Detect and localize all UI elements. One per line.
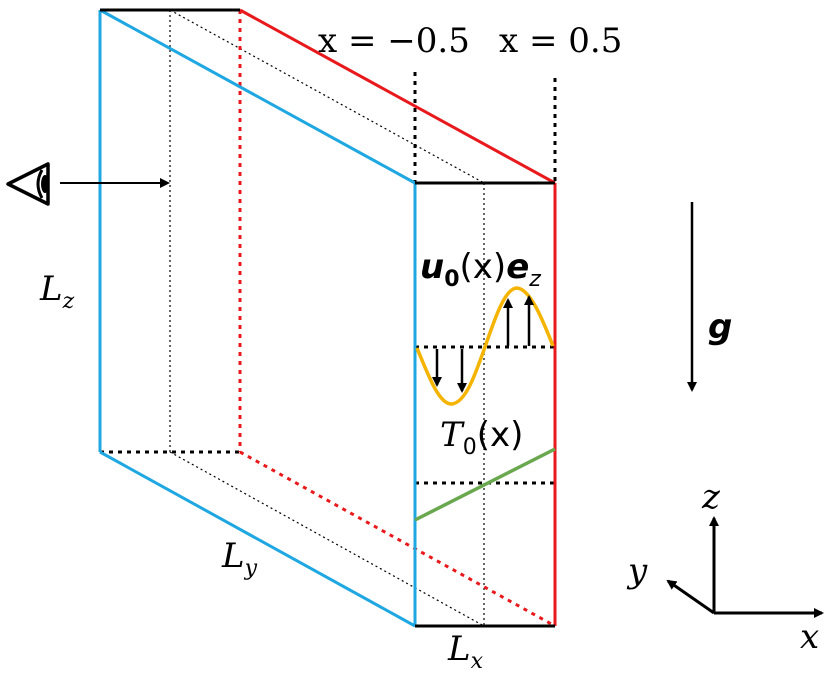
Lx-label: Lx: [447, 629, 484, 674]
Lz-label: Lz: [39, 269, 75, 314]
axis-x-label: x: [800, 617, 819, 657]
red-hidden-edges: [238, 10, 556, 628]
Ly-label: Ly: [221, 536, 258, 581]
temperature-profile-line: [414, 447, 556, 522]
blue-bottom-diagonal: [99, 450, 416, 628]
eye-icon: [6, 162, 50, 206]
velocity-label: u0(x)ez: [420, 247, 541, 292]
hidden-edge-bottom-diagonal: [169, 451, 485, 627]
blue-wall: [98, 8, 417, 628]
x-right-label: x = 0.5: [499, 21, 622, 61]
blue-top-diagonal: [99, 8, 416, 185]
hidden-edges: [169, 9, 485, 627]
temperature-label: T0(x): [440, 415, 523, 460]
dotted-reference-lines: [100, 72, 557, 485]
coordinate-axes: [666, 516, 824, 618]
gravity-label: g: [708, 307, 732, 347]
black-edges: [100, 8, 555, 628]
velocity-arrows: [432, 295, 534, 393]
axis-z-label: z: [701, 477, 721, 517]
red-wall: [239, 8, 557, 626]
red-top-diagonal: [239, 8, 556, 185]
y-axis-arrow: [666, 579, 715, 615]
axis-y-label: y: [626, 551, 648, 591]
x-left-label: x = −0.5: [318, 21, 470, 61]
red-bottom-diagonal: [239, 450, 556, 628]
